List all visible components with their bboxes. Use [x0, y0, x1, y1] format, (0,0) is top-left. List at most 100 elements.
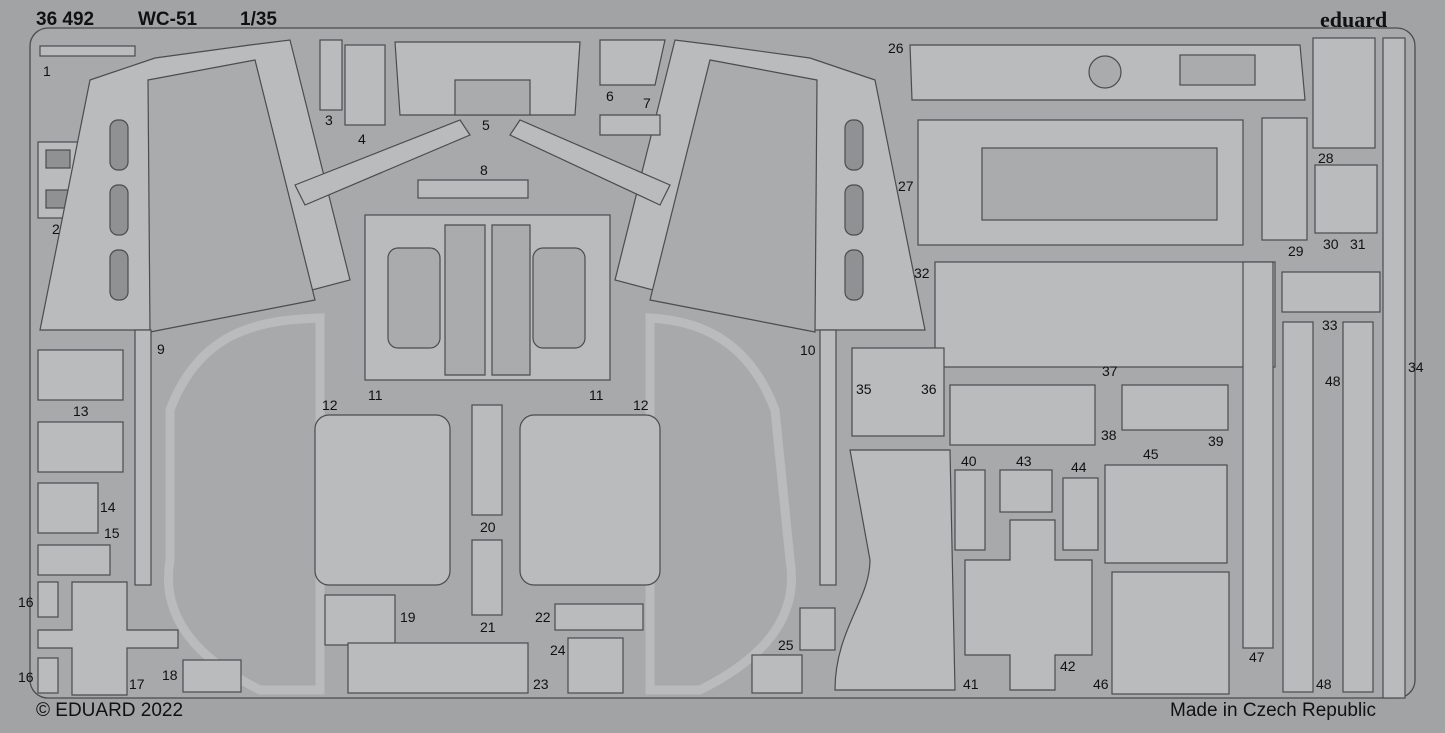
part-40 — [954, 469, 986, 551]
label-part-19: 19 — [400, 609, 416, 625]
part-30-31 — [1314, 164, 1378, 234]
part-25a — [799, 607, 836, 651]
part-29 — [1261, 117, 1308, 241]
label-part-12b: 12 — [633, 397, 649, 413]
label-part-42: 42 — [1060, 658, 1076, 674]
label-part-20: 20 — [480, 519, 496, 535]
label-part-39: 39 — [1208, 433, 1224, 449]
part-47 — [1242, 261, 1274, 649]
label-part-16b: 16 — [18, 669, 34, 685]
part-13a — [37, 349, 124, 401]
label-part-27: 27 — [898, 178, 914, 194]
part-9-strip — [134, 329, 152, 586]
label-part-38: 38 — [1101, 427, 1117, 443]
label-part-40: 40 — [961, 453, 977, 469]
label-part-5: 5 — [482, 117, 490, 133]
label-part-17: 17 — [129, 676, 145, 692]
label-part-29: 29 — [1288, 243, 1304, 259]
label-part-6: 6 — [606, 88, 614, 104]
label-part-1: 1 — [43, 63, 51, 79]
label-part-7: 7 — [643, 95, 651, 111]
part-1 — [39, 45, 136, 57]
label-part-44: 44 — [1071, 459, 1087, 475]
part-21 — [471, 539, 503, 616]
label-part-25: 25 — [778, 637, 794, 653]
part-6 — [599, 39, 666, 86]
label-part-11b: 11 — [589, 387, 604, 403]
part-15 — [37, 544, 111, 576]
label-part-30: 30 — [1323, 236, 1339, 252]
label-part-10: 10 — [800, 342, 816, 358]
label-part-11a: 11 — [368, 387, 383, 403]
label-part-47: 47 — [1249, 649, 1265, 665]
part-17 — [37, 581, 179, 696]
part-33 — [1281, 271, 1381, 313]
part-25b — [751, 654, 803, 694]
label-part-2: 2 — [52, 221, 60, 237]
part-8 — [417, 179, 529, 199]
part-44 — [1062, 477, 1099, 551]
part-12-right — [519, 414, 661, 586]
part-18 — [182, 659, 242, 693]
label-part-23: 23 — [533, 676, 549, 692]
part-45 — [1104, 464, 1228, 564]
part-39 — [1121, 384, 1229, 431]
label-part-12a: 12 — [322, 397, 338, 413]
origin-text: Made in Czech Republic — [1170, 700, 1376, 721]
label-part-13: 13 — [73, 403, 89, 419]
label-part-36: 36 — [921, 381, 937, 397]
part-23 — [347, 642, 529, 694]
part-42 — [964, 519, 1093, 691]
part-32-37 — [934, 261, 1276, 368]
scale-label: 1/35 — [240, 9, 277, 30]
label-part-14: 14 — [100, 499, 116, 515]
label-part-41: 41 — [963, 676, 979, 692]
part-24 — [567, 637, 624, 694]
part-4 — [344, 44, 386, 126]
part-48a — [1282, 321, 1314, 693]
part-48b — [1342, 321, 1374, 693]
copyright: © EDUARD 2022 — [36, 700, 184, 721]
part-19 — [324, 594, 396, 646]
label-part-37: 37 — [1102, 363, 1118, 379]
part-3 — [319, 39, 343, 111]
part-20 — [471, 404, 503, 516]
part-22 — [554, 603, 644, 631]
part-38 — [949, 384, 1096, 446]
label-part-48b: 48 — [1316, 676, 1332, 692]
label-part-32: 32 — [914, 265, 930, 281]
label-part-43: 43 — [1016, 453, 1032, 469]
part-5 — [394, 41, 581, 116]
part-43 — [999, 469, 1053, 513]
part-28 — [1312, 37, 1376, 149]
label-part-4: 4 — [358, 131, 366, 147]
kit-number: 36 492 — [36, 9, 95, 30]
label-part-15: 15 — [104, 525, 120, 541]
label-part-35: 35 — [856, 381, 872, 397]
part-41 — [834, 449, 956, 691]
label-part-24: 24 — [550, 642, 566, 658]
label-part-46: 46 — [1093, 676, 1109, 692]
label-part-34: 34 — [1408, 359, 1424, 375]
part-34 — [1382, 37, 1406, 699]
part-16a — [37, 581, 59, 618]
label-part-22: 22 — [535, 609, 551, 625]
part-12-left — [314, 414, 451, 586]
part-14 — [37, 482, 99, 534]
part-35-36 — [851, 347, 945, 437]
part-13b — [37, 421, 124, 473]
brand-logo: eduard — [1320, 7, 1388, 32]
part-12-left-frame — [164, 313, 325, 695]
label-part-31: 31 — [1350, 236, 1366, 252]
label-part-26: 26 — [888, 40, 904, 56]
label-part-3: 3 — [325, 112, 333, 128]
part-12-right-frame — [645, 313, 796, 695]
label-part-8: 8 — [480, 162, 488, 178]
label-part-28: 28 — [1318, 150, 1334, 166]
part-7 — [599, 114, 661, 136]
part-46 — [1111, 571, 1230, 695]
part-16b — [37, 657, 59, 694]
label-part-33: 33 — [1322, 317, 1338, 333]
